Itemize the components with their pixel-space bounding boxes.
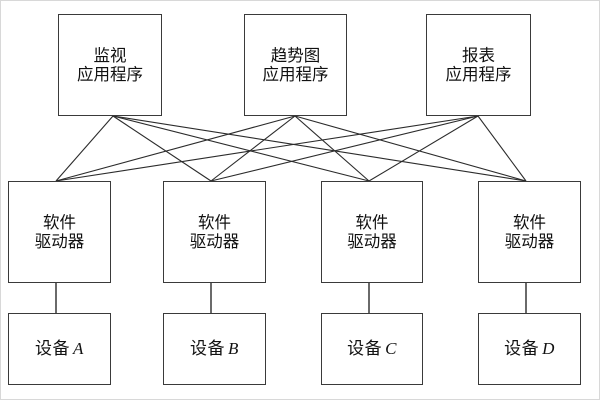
edge-app2-to-driver3 — [294, 115, 370, 182]
device-d-name: 设备 — [504, 338, 540, 358]
edge-app3-to-driver2 — [210, 115, 479, 182]
device-b-name: 设备 — [190, 338, 226, 358]
driver-box-b[interactable]: 软件 驱动器 — [163, 181, 266, 283]
edge-app3-to-driver3 — [368, 115, 479, 182]
edge-app3-to-driver1 — [55, 115, 479, 182]
driver-c-line1: 软件 — [355, 212, 389, 232]
driver-d-line1: 软件 — [513, 212, 546, 232]
edge-app1-to-driver1 — [55, 115, 114, 182]
driver-c-line2: 驱动器 — [347, 232, 397, 251]
app-report-line2: 应用程序 — [445, 65, 512, 84]
device-c-name: 设备 — [347, 338, 383, 358]
app-box-trend[interactable]: 趋势图 应用程序 — [244, 14, 347, 116]
edge-app1-to-driver3 — [112, 115, 370, 182]
driver-box-c[interactable]: 软件 驱动器 — [321, 181, 423, 283]
driver-box-a[interactable]: 软件 驱动器 — [8, 181, 111, 283]
driver-a-line2: 驱动器 — [34, 232, 85, 251]
driver-b-line2: 驱动器 — [189, 232, 240, 251]
app-monitor-line2: 应用程序 — [77, 65, 143, 84]
device-a-tag: A — [73, 338, 84, 358]
driver-d-line2: 驱动器 — [504, 232, 555, 251]
driver-box-d[interactable]: 软件 驱动器 — [478, 181, 581, 283]
device-a-name: 设备 — [35, 338, 71, 358]
app-box-report[interactable]: 报表 应用程序 — [426, 14, 531, 116]
edge-app1-to-driver4 — [112, 115, 527, 182]
app-report-line1: 报表 — [462, 45, 495, 65]
edge-app1-to-driver2 — [112, 115, 212, 182]
app-trend-line2: 应用程序 — [262, 65, 329, 84]
edge-app3-to-driver4 — [477, 115, 527, 182]
edge-app2-to-driver2 — [210, 115, 296, 182]
app-box-monitor[interactable]: 监视 应用程序 — [58, 14, 162, 116]
device-d-tag: D — [542, 338, 555, 358]
edge-app2-to-driver4 — [294, 115, 527, 182]
device-c-tag: C — [385, 338, 397, 358]
driver-b-line1: 软件 — [198, 212, 231, 232]
driver-a-line1: 软件 — [43, 212, 76, 232]
device-b-tag: B — [228, 338, 239, 358]
app-monitor-line1: 监视 — [93, 45, 127, 65]
edge-app2-to-driver1 — [55, 115, 296, 182]
app-trend-line1: 趋势图 — [270, 45, 321, 65]
